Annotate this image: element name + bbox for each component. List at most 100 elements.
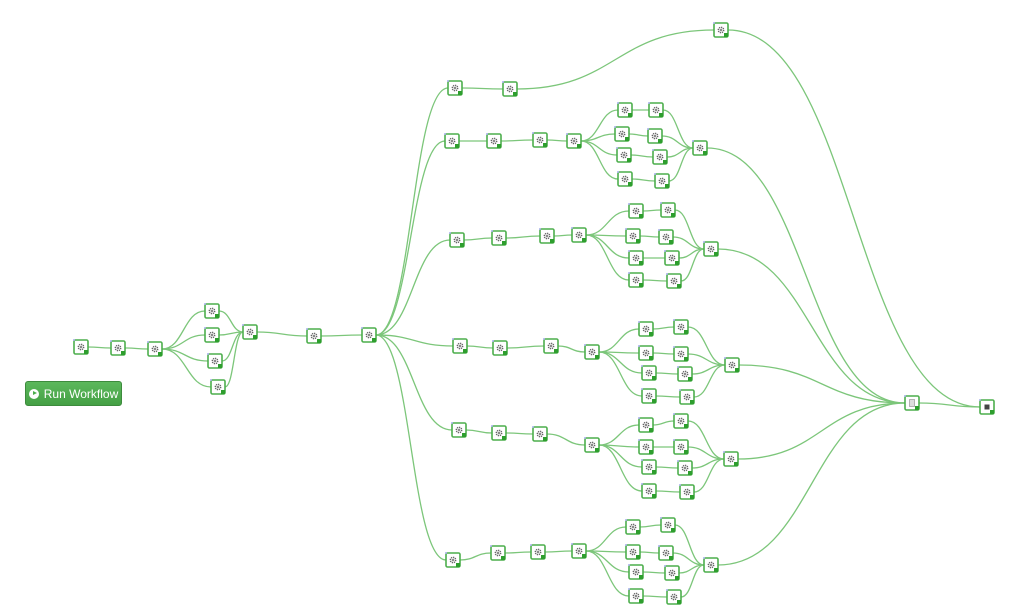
input-port[interactable] [673,346,675,348]
workflow-node[interactable] [447,80,463,96]
output-port[interactable] [652,399,656,403]
output-port[interactable] [671,528,675,532]
input-port[interactable] [207,353,209,355]
workflow-node[interactable] [666,589,682,605]
input-port[interactable] [625,544,627,546]
workflow-node[interactable] [641,388,657,404]
input-port[interactable] [571,543,573,545]
input-port[interactable] [566,133,568,135]
input-port[interactable] [648,102,650,104]
output-port[interactable] [690,400,694,404]
output-port[interactable] [372,338,376,342]
workflow-node[interactable] [617,102,633,118]
input-port[interactable] [679,484,681,486]
workflow-node[interactable] [361,327,377,343]
workflow-node[interactable] [492,340,508,356]
workflow-node[interactable] [502,81,518,97]
input-port[interactable] [666,589,668,591]
input-port[interactable] [703,557,705,559]
input-port[interactable] [713,22,715,24]
workflow-node[interactable] [625,228,641,244]
input-port[interactable] [306,328,308,330]
input-port[interactable] [486,133,488,135]
input-port[interactable] [628,203,630,205]
output-port[interactable] [84,350,88,354]
output-port[interactable] [458,91,462,95]
workflow-node[interactable] [204,327,220,343]
input-port[interactable] [904,395,906,397]
input-port[interactable] [664,565,666,567]
output-port[interactable] [639,599,643,603]
workflow-node[interactable] [673,413,689,429]
workflow-node[interactable] [679,484,695,500]
output-port[interactable] [595,355,599,359]
workflow-node[interactable] [638,345,654,361]
output-port[interactable] [915,406,919,410]
workflow-node[interactable] [713,22,729,38]
input-port[interactable] [492,340,494,342]
workflow-node[interactable] [566,133,582,149]
workflow-node[interactable] [616,147,632,163]
output-port[interactable] [253,335,257,339]
workflow-node[interactable] [904,395,920,411]
output-port[interactable] [649,356,653,360]
output-port[interactable] [628,113,632,117]
input-port[interactable] [660,517,662,519]
input-port[interactable] [147,341,149,343]
output-port[interactable] [671,213,675,217]
input-port[interactable] [242,324,244,326]
output-port[interactable] [501,556,505,560]
workflow-node[interactable] [638,439,654,455]
input-port[interactable] [491,425,493,427]
workflow-node[interactable] [614,126,630,142]
input-port[interactable] [204,303,206,305]
workflow-node[interactable] [584,437,600,453]
workflow-node[interactable] [666,273,682,289]
workflow-node[interactable] [724,357,740,373]
input-port[interactable] [361,327,363,329]
output-port[interactable] [541,555,545,559]
workflow-node[interactable] [445,552,461,568]
input-port[interactable] [641,483,643,485]
output-port[interactable] [502,436,506,440]
output-port[interactable] [677,600,681,604]
workflow-node[interactable] [660,517,676,533]
input-port[interactable] [724,357,726,359]
output-port[interactable] [639,575,643,579]
output-port[interactable] [684,450,688,454]
input-port[interactable] [628,564,630,566]
output-port[interactable] [455,144,459,148]
input-port[interactable] [703,241,705,243]
workflow-node[interactable] [692,140,708,156]
input-port[interactable] [628,250,630,252]
output-port[interactable] [649,450,653,454]
input-port[interactable] [625,519,627,521]
input-port[interactable] [530,544,532,546]
output-port[interactable] [215,338,219,342]
output-port[interactable] [714,568,718,572]
output-port[interactable] [502,241,506,245]
workflow-node[interactable] [486,133,502,149]
input-port[interactable] [679,389,681,391]
output-port[interactable] [652,470,656,474]
input-port[interactable] [638,439,640,441]
output-port[interactable] [554,349,558,353]
workflow-node[interactable] [617,171,633,187]
workflow-node[interactable] [677,366,693,382]
output-port[interactable] [121,351,125,355]
output-port[interactable] [462,433,466,437]
output-port[interactable] [659,113,663,117]
output-port[interactable] [652,376,656,380]
workflow-node[interactable] [110,340,126,356]
workflow-node[interactable] [571,543,587,559]
output-port[interactable] [669,556,673,560]
input-port[interactable] [654,173,656,175]
workflow-node[interactable] [703,557,719,573]
output-port[interactable] [543,437,547,441]
output-port[interactable] [582,554,586,558]
input-port[interactable] [502,81,504,83]
input-port[interactable] [638,321,640,323]
workflow-node[interactable] [306,328,322,344]
workflow-node[interactable] [491,230,507,246]
